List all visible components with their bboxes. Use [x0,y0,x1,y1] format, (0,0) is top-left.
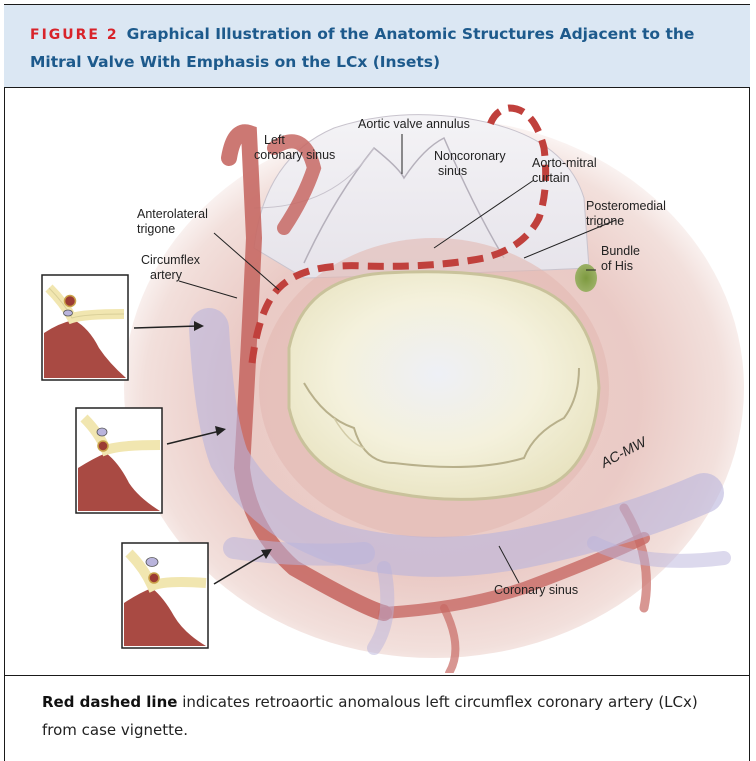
label-circumflex-artery-2: artery [150,268,183,282]
label-anterolateral-trigone-1: Anterolateral [137,207,208,221]
label-anterolateral-trigone-2: trigone [137,222,175,236]
caption-divider [4,675,750,676]
label-coronary-sinus: Coronary sinus [494,583,578,597]
bundle-of-his [575,264,597,292]
label-left-coronary-sinus-2: coronary sinus [254,148,335,162]
label-bundle-of-his-1: Bundle [601,244,640,258]
label-aorto-mitral-curtain-1: Aorto-mitral [532,156,597,170]
label-noncoronary-sinus-1: Noncoronary [434,149,506,163]
label-noncoronary-sinus-2: sinus [438,164,467,178]
figure-label: FIGURE 2 [30,27,119,43]
label-aortic-valve-annulus: Aortic valve annulus [358,117,470,131]
label-left-coronary-sinus-1: Left [264,133,285,147]
caption-bold: Red dashed line [42,693,177,711]
figure-title: Graphical Illustration of the Anatomic S… [30,25,694,71]
anatomic-illustration: AC-MW Aortic valve annulus Left coronary… [4,88,750,673]
figure-caption: Red dashed line indicates retroaortic an… [42,688,722,744]
label-circumflex-artery-1: Circumflex [141,253,201,267]
label-posteromedial-trigone-2: trigone [586,214,624,228]
label-posteromedial-trigone-1: Posteromedial [586,199,666,213]
mitral-valve [289,272,599,500]
illustration-svg: AC-MW Aortic valve annulus Left coronary… [4,88,750,673]
label-bundle-of-his-2: of His [601,259,633,273]
label-aorto-mitral-curtain-2: curtain [532,171,570,185]
